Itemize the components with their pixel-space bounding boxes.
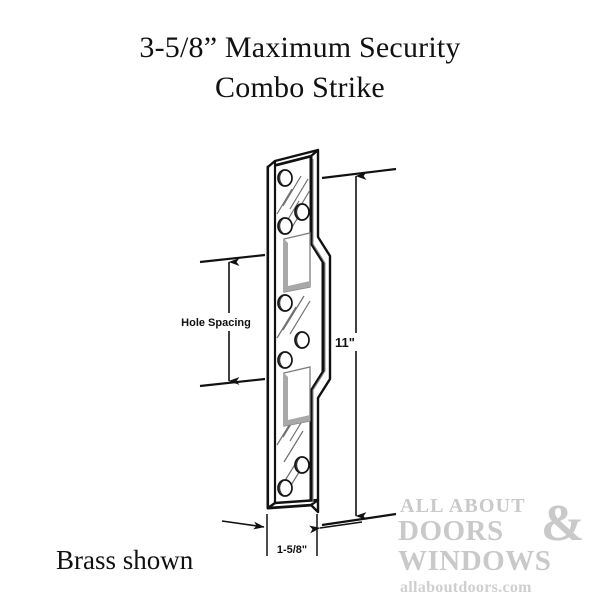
screw-hole — [294, 203, 310, 221]
height-tick-bottom — [321, 512, 397, 527]
height-label-bg — [332, 333, 358, 351]
logo-line-1: ALL ABOUT — [400, 495, 526, 517]
width-arrow-left — [221, 520, 265, 530]
screw-holes — [277, 169, 310, 497]
screw-hole — [277, 169, 293, 187]
screw-hole — [294, 456, 310, 474]
title-line-1: 3-5/8” Maximum Security — [139, 31, 461, 64]
logo-line-3: WINDOWS — [398, 545, 552, 577]
dimension-height: 11" — [321, 167, 397, 527]
plate-bottom-edge — [266, 498, 320, 510]
latch-cutouts — [283, 232, 311, 427]
cutout-lower-shadow — [284, 373, 310, 426]
hole-spacing-tick-bottom — [199, 377, 266, 388]
plate-left-edge — [266, 159, 277, 510]
hole-spacing-label-bg — [170, 313, 262, 331]
height-tick-top — [321, 167, 397, 180]
page-title: 3-5/8” Maximum Security Combo Strike — [0, 28, 600, 108]
finish-caption: Brass shown — [56, 545, 194, 575]
title-line-2: Combo Strike — [215, 71, 385, 104]
logo-line-2: DOORS — [398, 515, 504, 547]
dimension-width: 1-5/8" — [221, 514, 363, 556]
screw-hole — [277, 479, 293, 497]
screw-hole — [277, 294, 293, 312]
screw-hole — [294, 331, 310, 349]
screw-hole — [277, 351, 293, 369]
screw-hole — [277, 217, 293, 235]
width-label: 1-5/8" — [277, 544, 307, 556]
height-label: 11" — [335, 335, 355, 350]
hole-spacing-tick-top — [199, 253, 266, 264]
cutout-upper-shadow — [284, 239, 310, 292]
ampersand-icon: & — [541, 495, 585, 552]
hole-spacing-label: Hole Spacing — [181, 317, 251, 329]
dimension-hole-spacing: Hole Spacing — [170, 253, 266, 388]
logo-url: allaboutdoors.com — [400, 579, 532, 596]
brand-logo: ALL ABOUT DOORS WINDOWS & allaboutdoors.… — [398, 496, 594, 597]
plate-fold-line — [312, 159, 326, 503]
width-arrow-right — [309, 521, 363, 534]
